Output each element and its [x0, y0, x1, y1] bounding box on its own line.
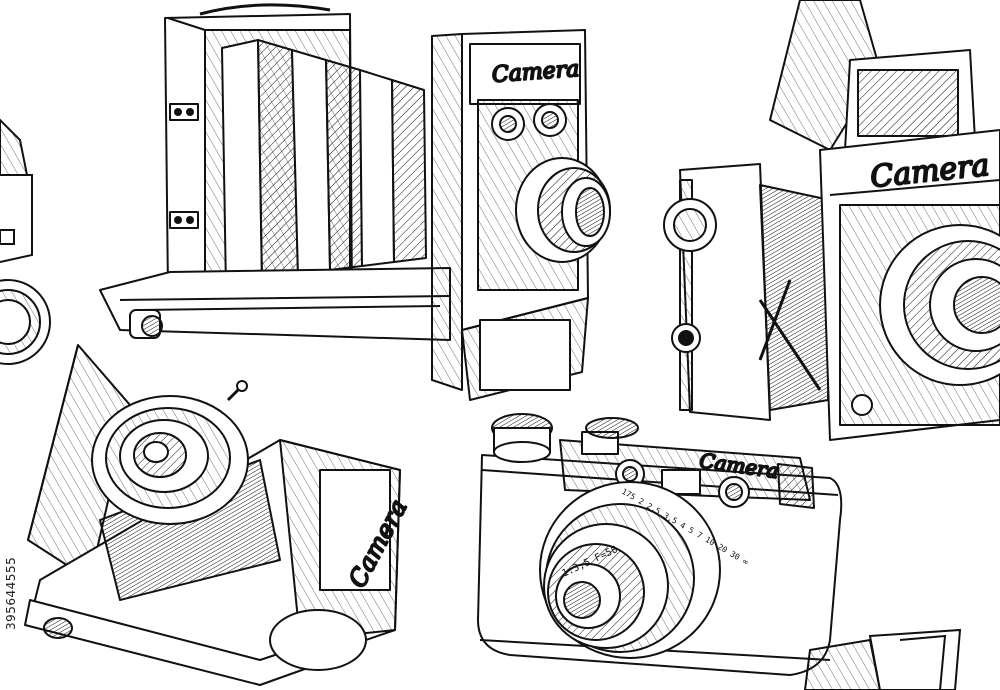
stock-id-watermark: 395644555	[4, 556, 18, 630]
folding-lid-camera: Camera	[24, 344, 414, 686]
folding-press-camera: Camera	[663, 0, 1000, 441]
partial-camera-bottom-right	[803, 628, 962, 690]
bellows-camera: Camera	[99, 3, 611, 401]
camera-label-a: Camera	[491, 57, 580, 88]
rangefinder-camera: 1:3,5 F=50 175 2 2,5 3,5 4 5 7 10 20 30 …	[477, 413, 843, 676]
partial-camera-left	[0, 118, 51, 365]
